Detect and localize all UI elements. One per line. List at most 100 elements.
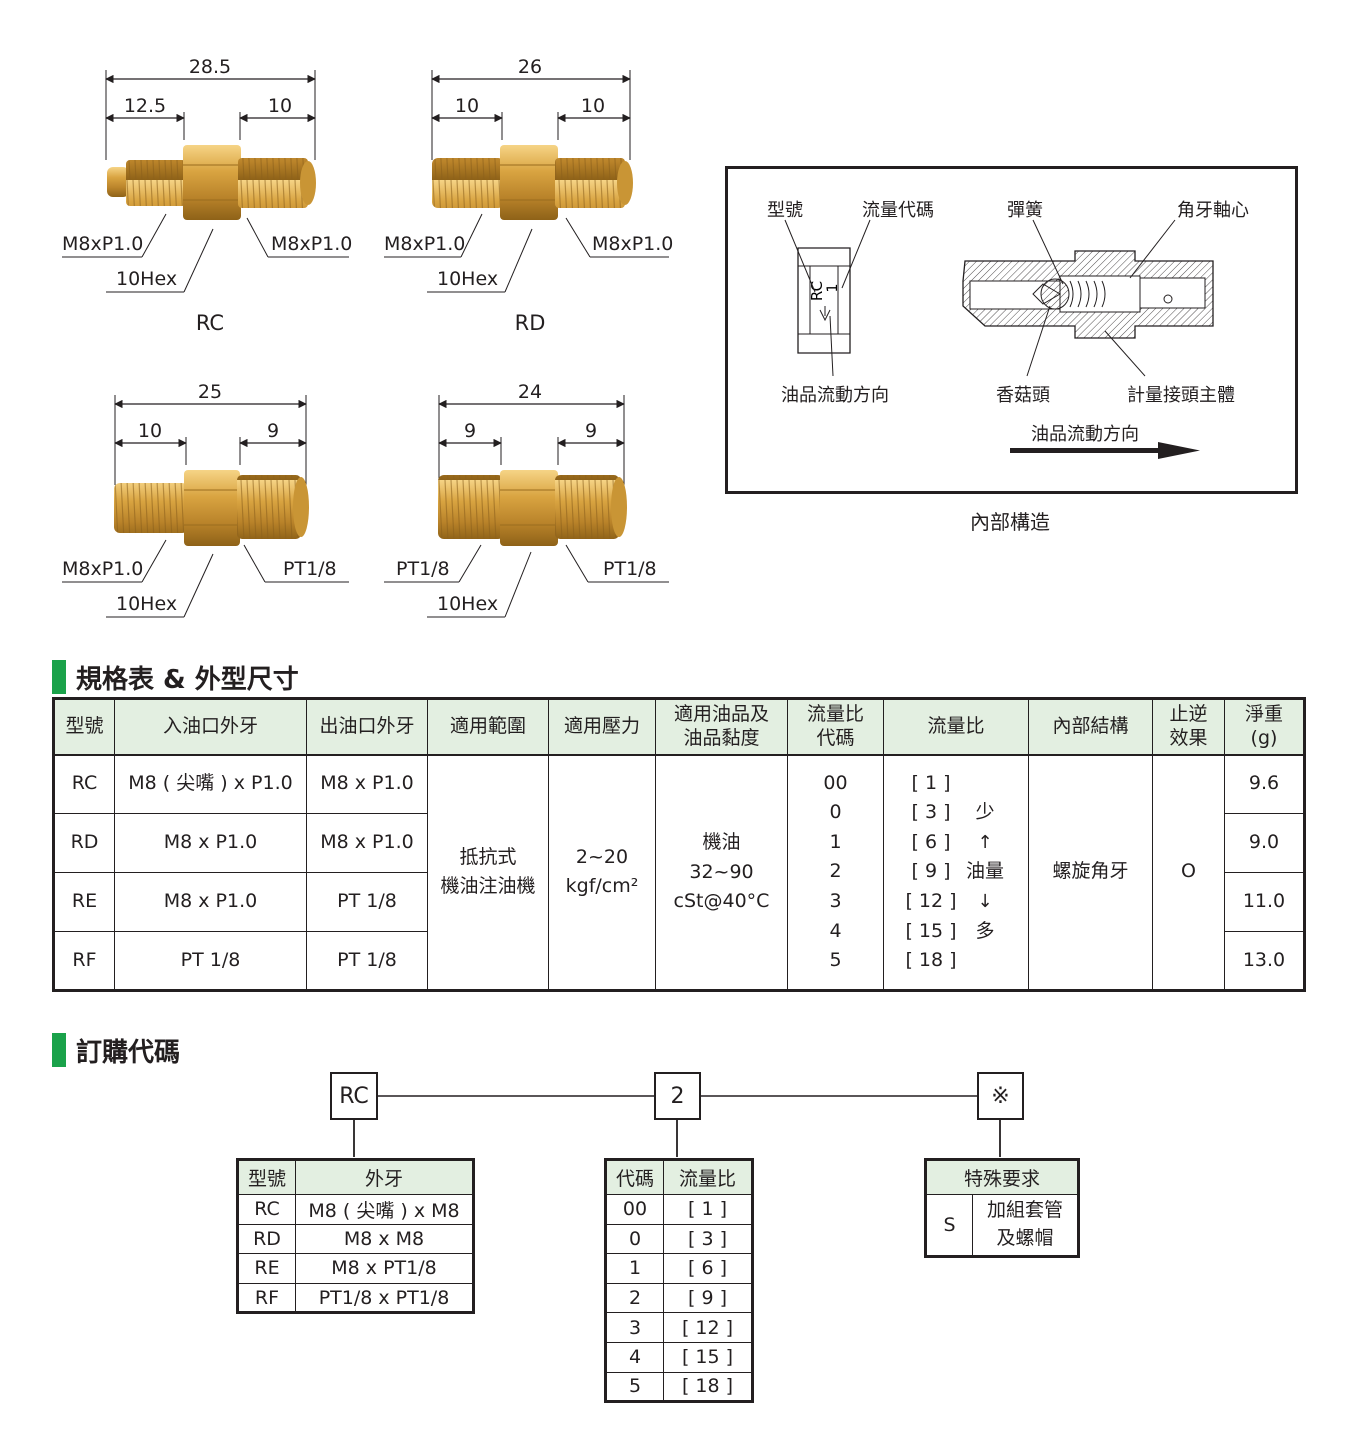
order-ratio: [ 3 ] bbox=[663, 1223, 753, 1255]
flow-code-list: 00 0 1 2 3 4 5 bbox=[788, 769, 883, 976]
flow-code-item: 4 bbox=[829, 919, 842, 942]
rc-model-caption: RC bbox=[195, 311, 225, 335]
order-ratio: [ 6 ] bbox=[663, 1253, 753, 1284]
order-section-header: 訂購代碼 bbox=[52, 1033, 180, 1068]
flow-ratio-item: [ 1 ] bbox=[911, 771, 951, 794]
structure-oil-dir-label: 油品流動方向 bbox=[1031, 424, 1139, 445]
col-scope: 適用範圍 bbox=[427, 698, 549, 756]
row-weight: 9.0 bbox=[1224, 813, 1305, 873]
col-oil: 適用油品及 油品黏度 bbox=[655, 698, 788, 756]
rd-outlet-label: M8xP1.0 bbox=[592, 233, 674, 255]
arrow-up-icon: ↑ bbox=[977, 831, 993, 853]
order-special-header-row: 特殊要求 bbox=[924, 1159, 1080, 1195]
amount-label: 油量 bbox=[965, 860, 1004, 883]
rc-left-dim: 12.5 bbox=[123, 95, 167, 117]
table-row: 00[ 1 ] bbox=[605, 1194, 753, 1225]
re-hex-label: 10Hex bbox=[116, 593, 178, 615]
table-row: 3[ 12 ] bbox=[605, 1312, 753, 1343]
order-code: 2 bbox=[605, 1282, 664, 1314]
row-inlet: M8 x P1.0 bbox=[114, 813, 307, 873]
table-row: 0[ 3 ] bbox=[605, 1223, 753, 1255]
order-model-code: RD bbox=[237, 1223, 296, 1255]
oil-amount-scale: 少 ↑ 油量 ↓ 多 bbox=[960, 798, 1010, 946]
order-special-table: 特殊要求 S 加組套管 及螺帽 bbox=[924, 1158, 1081, 1258]
table-row: RC M8 ( 尖嘴 ) x P1.0 M8 x P1.0 抵抗式 機油注油機 … bbox=[53, 754, 1305, 991]
rf-inlet-label: PT1/8 bbox=[396, 558, 450, 580]
flow-ratio-item: [ 18 ] bbox=[905, 949, 957, 972]
rd-inlet-label: M8xP1.0 bbox=[384, 233, 466, 255]
col-flow-ratio: 流量比 bbox=[883, 698, 1029, 756]
arrow-down-icon: ↓ bbox=[977, 891, 993, 913]
order-ratio: [ 9 ] bbox=[663, 1282, 753, 1314]
structure-thread-core-label: 角牙軸心 bbox=[1177, 200, 1249, 221]
rf-hex-label: 10Hex bbox=[437, 593, 499, 615]
order-ratio: [ 18 ] bbox=[663, 1371, 753, 1403]
rc-hex-label: 10Hex bbox=[116, 268, 178, 290]
section-marker bbox=[52, 1033, 66, 1067]
table-row: RF PT 1/8 PT 1/8 13.0 bbox=[53, 931, 1305, 991]
table-row: 5[ 18 ] bbox=[605, 1371, 753, 1403]
spec-section-header: 規格表 & 外型尺寸 bbox=[52, 660, 299, 695]
rd-model-caption: RD bbox=[514, 311, 546, 335]
order-ratio: [ 1 ] bbox=[663, 1194, 753, 1225]
order-model-thread: M8 x PT1/8 bbox=[295, 1253, 474, 1284]
stamp-code-text: 1 bbox=[825, 284, 841, 293]
flow-ratio-item: [ 6 ] bbox=[911, 830, 951, 853]
spec-header-row: 型號 入油口外牙 出油口外牙 適用範圍 適用壓力 適用油品及 油品黏度 流量比 … bbox=[53, 698, 1305, 756]
flow-ratio-item: [ 9 ] bbox=[911, 860, 951, 883]
structure-body-label: 計量接頭主體 bbox=[1127, 385, 1235, 406]
col-inlet: 入油口外牙 bbox=[114, 698, 307, 756]
spec-table: 型號 入油口外牙 出油口外牙 適用範圍 適用壓力 適用油品及 油品黏度 流量比 … bbox=[52, 697, 1306, 992]
rc-total-dim: 28.5 bbox=[188, 56, 232, 78]
col-outlet: 出油口外牙 bbox=[306, 698, 428, 756]
oil-cell: 機油 32~90 cSt@40°C bbox=[655, 754, 788, 991]
rc-right-dim: 10 bbox=[267, 95, 293, 117]
order-code-table: 代碼 流量比 00[ 1 ] 0[ 3 ] 1[ 6 ] 2[ 9 ] 3[ 1… bbox=[604, 1158, 754, 1404]
rd-right-dim: 10 bbox=[580, 95, 606, 117]
col-flow-code: 流量比 代碼 bbox=[787, 698, 884, 756]
row-inlet: M8 ( 尖嘴 ) x P1.0 bbox=[114, 754, 307, 814]
order-code-special-box: ※ bbox=[977, 1072, 1024, 1120]
many-label: 多 bbox=[975, 919, 995, 942]
rf-right-dim: 9 bbox=[584, 420, 598, 442]
flow-ratio-item: [ 12 ] bbox=[905, 890, 957, 913]
section-marker bbox=[52, 660, 66, 694]
structure-spring-label: 彈簧 bbox=[1007, 200, 1043, 221]
fitting-rf-drawing bbox=[384, 395, 669, 618]
flow-ratio-list: [ 1 ] [ 3 ] [ 6 ] [ 9 ] [ 12 ] [ 15 ] [ … bbox=[902, 769, 960, 976]
structure-oil-dir-small-label: 油品流動方向 bbox=[781, 385, 889, 406]
spec-section-title: 規格表 & 外型尺寸 bbox=[76, 664, 299, 695]
structure-cell: 螺旋角牙 bbox=[1028, 754, 1153, 991]
order-model-thread: M8 ( 尖嘴 ) x M8 bbox=[295, 1194, 474, 1225]
order-ratio: [ 12 ] bbox=[663, 1312, 753, 1343]
row-model: RD bbox=[53, 813, 115, 873]
order-code: 4 bbox=[605, 1341, 664, 1373]
order-model-code: RE bbox=[237, 1253, 296, 1284]
few-label: 少 bbox=[975, 801, 995, 824]
order-model-thread: M8 x M8 bbox=[295, 1223, 474, 1255]
col-check: 止逆 效果 bbox=[1152, 698, 1225, 756]
flow-ratio-item: [ 3 ] bbox=[911, 801, 951, 824]
order-code: 0 bbox=[605, 1223, 664, 1255]
order-model-code: RC bbox=[237, 1194, 296, 1225]
order-special-desc: 加組套管 及螺帽 bbox=[971, 1194, 1080, 1257]
order-ratio: [ 15 ] bbox=[663, 1341, 753, 1373]
order-model-code: RF bbox=[237, 1282, 296, 1314]
internal-structure-diagram: RC 1 bbox=[784, 219, 1214, 459]
fitting-rd-drawing bbox=[384, 70, 669, 293]
re-left-dim: 10 bbox=[137, 420, 163, 442]
flow-ratio-cell: [ 1 ] [ 3 ] [ 6 ] [ 9 ] [ 12 ] [ 15 ] [ … bbox=[883, 754, 1029, 991]
order-code-col-ratio: 流量比 bbox=[663, 1159, 753, 1195]
row-outlet: PT 1/8 bbox=[306, 931, 428, 991]
check-cell: O bbox=[1152, 754, 1225, 991]
scope-cell: 抵抗式 機油注油機 bbox=[427, 754, 549, 991]
flow-code-item: 3 bbox=[829, 890, 842, 913]
row-inlet: M8 x P1.0 bbox=[114, 872, 307, 932]
row-outlet: M8 x P1.0 bbox=[306, 813, 428, 873]
fitting-re-drawing bbox=[62, 395, 349, 618]
